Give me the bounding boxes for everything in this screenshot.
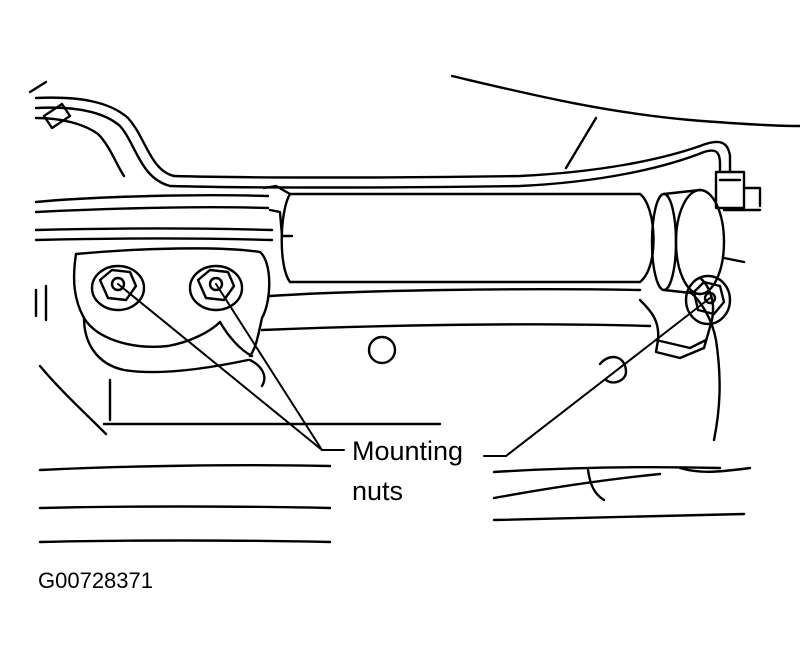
upper-body-contour xyxy=(450,74,800,442)
frame-rail xyxy=(34,194,274,242)
callout-leaders xyxy=(117,283,711,457)
mounting-nut-right xyxy=(684,274,732,326)
wire-connector xyxy=(714,170,762,210)
rack-tube xyxy=(262,184,762,296)
left-mount-bracket xyxy=(72,247,271,374)
callout-label-line1: Mounting xyxy=(352,436,464,466)
right-clamp xyxy=(638,276,715,360)
mounting-nut-center xyxy=(188,264,244,312)
crossmember xyxy=(34,284,652,436)
mounting-nut-left xyxy=(90,264,146,312)
lower-subframe xyxy=(38,464,752,544)
callout-label-line2: nuts xyxy=(352,476,404,506)
brake-line xyxy=(28,80,732,189)
figure-id: G00728371 xyxy=(38,568,153,593)
